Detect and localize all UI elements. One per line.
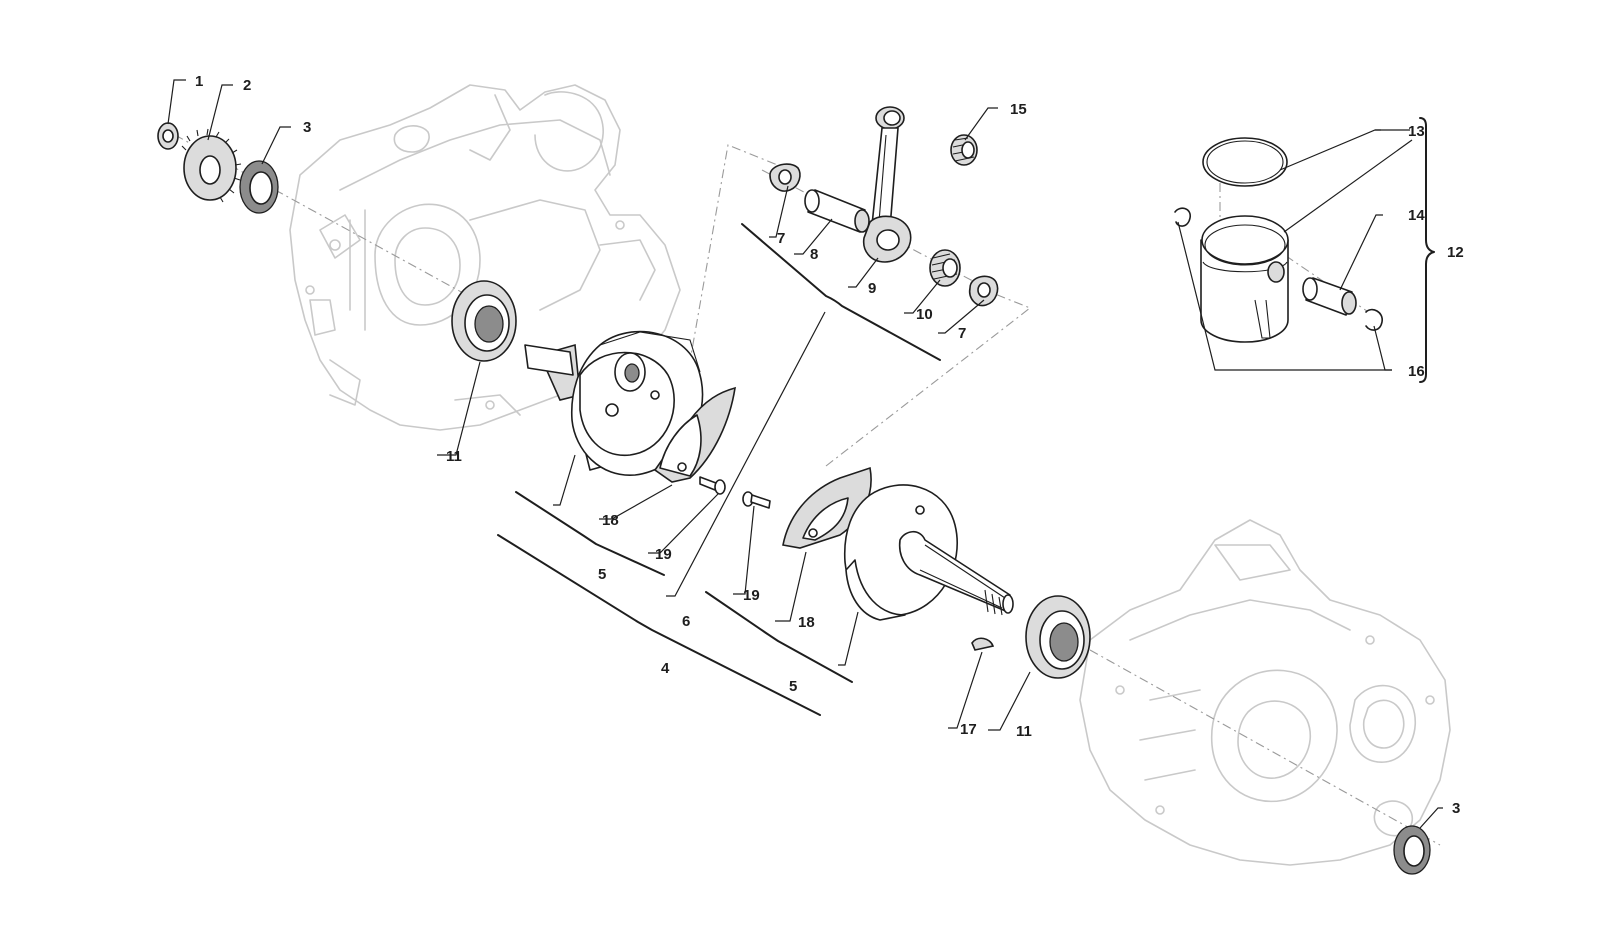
callout-19-left: 19 xyxy=(655,546,672,563)
callout-18-right: 18 xyxy=(798,614,815,631)
callout-12: 12 xyxy=(1447,244,1464,261)
leader-lines xyxy=(167,79,1443,829)
screw-part-19-right xyxy=(742,491,771,509)
crank-flywheel-right xyxy=(843,484,1014,621)
callout-7-bottom: 7 xyxy=(958,325,966,342)
screw-part-19-left xyxy=(699,476,726,495)
callout-14: 14 xyxy=(1408,207,1425,224)
piston-part-12 xyxy=(1200,215,1289,343)
gear-part-2 xyxy=(181,128,242,203)
callout-9: 9 xyxy=(868,280,876,297)
needle-bearing-part-15 xyxy=(950,134,978,166)
nut-part-1 xyxy=(157,122,179,150)
callout-4: 4 xyxy=(661,660,670,677)
callout-15: 15 xyxy=(1010,101,1027,118)
seal-ring-part-3-top xyxy=(239,160,279,214)
callout-19-right: 19 xyxy=(743,587,760,604)
callout-18-left: 18 xyxy=(602,512,619,529)
brace-crank-pin-set xyxy=(741,223,941,361)
needle-bearing-part-10 xyxy=(929,249,961,287)
callout-3-top: 3 xyxy=(303,119,311,136)
callout-16: 16 xyxy=(1408,363,1425,380)
crank-counterweight-part-18-right xyxy=(782,466,872,549)
callout-10: 10 xyxy=(916,306,933,323)
callout-1: 1 xyxy=(195,73,203,90)
circlip-part-16-left xyxy=(1174,207,1191,227)
thrust-washer-part-7-top xyxy=(769,163,801,192)
brace-piston-set xyxy=(1419,117,1435,383)
crank-counterweight-part-18-left xyxy=(653,386,736,483)
brace-flywheel-left xyxy=(515,491,665,576)
callout-3-bottom: 3 xyxy=(1452,800,1460,817)
piston-ring-part-13 xyxy=(1202,137,1288,187)
crank-flywheel-left xyxy=(524,330,704,476)
brace-crankshaft-assembly xyxy=(497,534,821,716)
callout-6: 6 xyxy=(682,613,690,630)
assembly-braces xyxy=(497,117,1435,716)
circlip-part-16-right xyxy=(1365,308,1383,331)
callout-5-right: 5 xyxy=(789,678,797,695)
callout-2: 2 xyxy=(243,77,251,94)
left-crankcase-half xyxy=(289,84,681,431)
piston-pin-part-14 xyxy=(1302,277,1357,316)
right-crankcase-half xyxy=(1079,519,1451,866)
callout-labels: 1 2 3 3 4 5 5 6 7 7 8 9 10 11 11 12 13 1… xyxy=(195,73,1464,817)
woodruff-key-part-17 xyxy=(971,637,995,651)
callout-11-right: 11 xyxy=(1016,723,1032,740)
main-bearing-part-11-right xyxy=(1025,595,1091,679)
callout-7-top: 7 xyxy=(777,230,785,247)
callout-13: 13 xyxy=(1408,123,1425,140)
callout-8: 8 xyxy=(810,246,818,263)
callout-11-left: 11 xyxy=(446,448,462,465)
seal-ring-part-3-bottom xyxy=(1393,825,1431,875)
brace-flywheel-right xyxy=(705,591,853,683)
crank-pin-part-8 xyxy=(804,189,870,233)
connecting-rod-part-9 xyxy=(862,106,912,263)
callout-17: 17 xyxy=(960,721,977,738)
main-bearing-part-11-left xyxy=(451,280,517,362)
thrust-washer-part-7-bottom xyxy=(968,275,999,307)
callout-5-left: 5 xyxy=(598,566,606,583)
